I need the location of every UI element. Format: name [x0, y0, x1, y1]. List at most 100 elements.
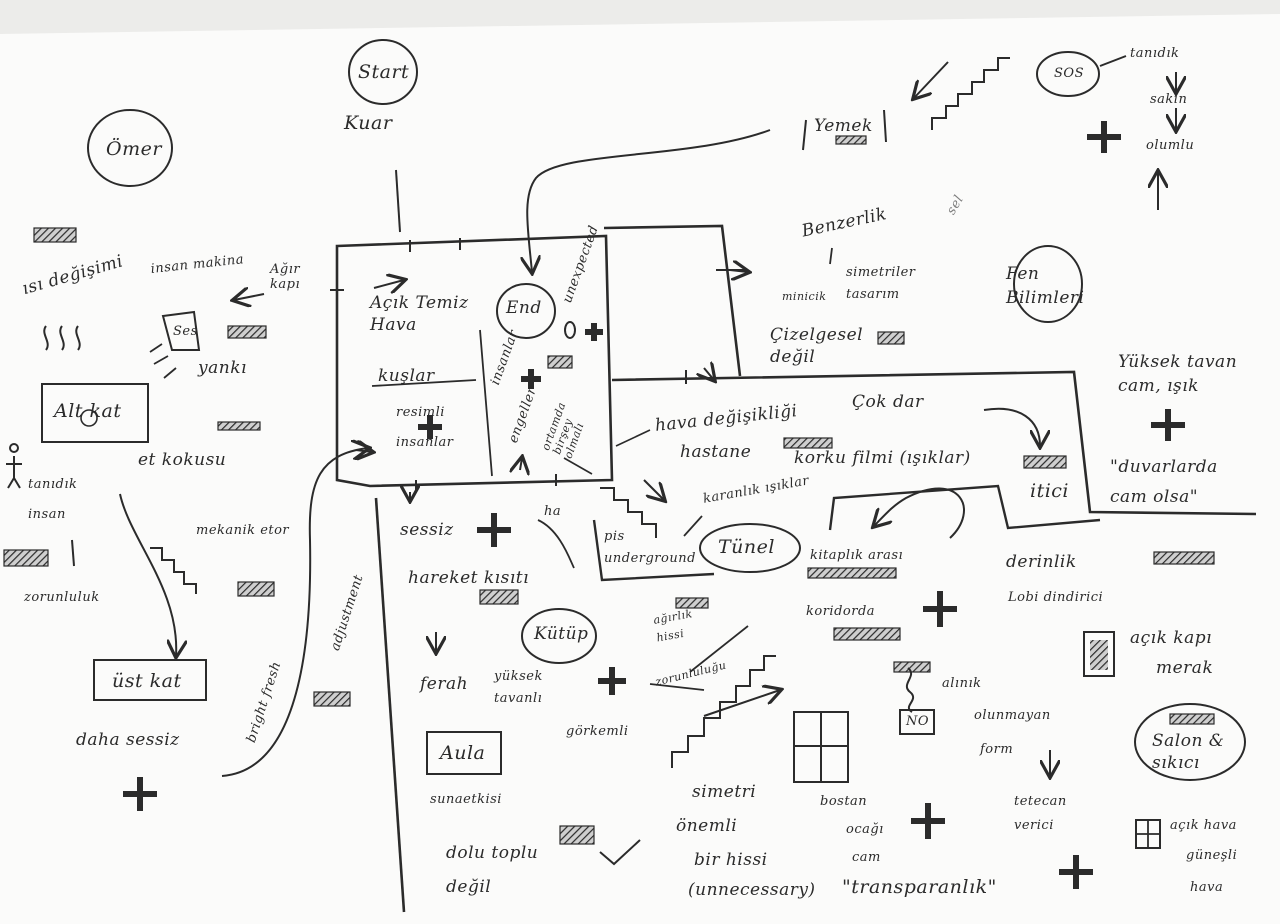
aula-label: Aula: [440, 742, 486, 764]
alt-kat-box: [41, 383, 149, 443]
sos-label: SOS: [1054, 66, 1084, 81]
acik-hava-label: açık hava: [1170, 818, 1237, 833]
salon-circle: [1134, 703, 1246, 781]
window-small-lines: [1136, 820, 1160, 848]
plan-right-room: [603, 224, 742, 377]
yemek-label: Yemek: [814, 116, 873, 136]
agir-kapi-label: Ağır kapı: [270, 262, 301, 292]
squiggle: [905, 667, 915, 713]
plan-corridor-bottom: [828, 484, 1101, 531]
person-icon: [6, 443, 22, 489]
tanidik-insan-label: tanıdık insan: [28, 477, 78, 522]
hava-label: hava: [1190, 880, 1224, 895]
start-circle: [348, 39, 418, 105]
gorkemli-label: görkemli: [566, 724, 629, 739]
sunnet-label: sunaetkisi: [430, 792, 502, 807]
fen-circle: [1013, 245, 1083, 323]
arrow-to-itici: [983, 407, 1040, 446]
kutup-label: Kütüp: [534, 624, 589, 644]
ust-kat-label: üst kat: [112, 670, 182, 692]
arrow-agir-kapi: [234, 294, 265, 300]
arrow-door: [729, 270, 748, 272]
ust-kat-box: [93, 659, 207, 701]
sessiz-label: sessiz: [400, 520, 454, 540]
olunmayan-label: olunmayan: [974, 708, 1051, 723]
plan-inner-divider: [479, 329, 493, 477]
start-label: Start: [358, 61, 410, 83]
transparanlik-label: "transparanlık": [842, 876, 997, 898]
sos-circle: [1036, 51, 1100, 97]
bir-hissi-label: bir hissi: [694, 850, 768, 870]
kuar-label: Kuar: [344, 112, 393, 134]
acik-kapi-label: açık kapı: [1130, 628, 1213, 648]
simetri-label: simetri: [692, 782, 757, 802]
line-hastane: [615, 429, 651, 447]
ses-label: Ses: [173, 324, 198, 339]
line-agirlik: [689, 625, 749, 673]
lobi-label: Lobi dindirici: [1008, 590, 1104, 605]
plan-corridor: [611, 370, 1257, 516]
end-label: End: [506, 298, 542, 318]
window-grid-lines: [794, 712, 848, 782]
mekanik-etor-label: mekanik etor: [196, 523, 290, 538]
arrow-kuslar: [373, 280, 404, 288]
dolu-toplu-label: dolu toplu değil: [446, 843, 539, 897]
checkmark: [599, 839, 641, 866]
line-karanlik: [683, 515, 703, 537]
unnecessary-label: (unnecessary): [688, 880, 816, 900]
end-circle: [496, 283, 556, 339]
plan-west-wall: [374, 497, 406, 913]
circle-icon: [80, 409, 98, 427]
itici-label: itici: [1030, 480, 1070, 502]
olumlu-label: olumlu: [1146, 138, 1195, 153]
zorunluluk-line: [71, 539, 75, 567]
pis-underground-label: pis underground: [604, 529, 696, 566]
sakin-label: sakin: [1150, 92, 1188, 107]
salon-label: Salon & sıkıcı: [1152, 731, 1225, 773]
minicik-label: minicik: [782, 290, 827, 303]
oval-icon: [564, 321, 576, 339]
tetecan-label: tetecan verici: [1014, 794, 1067, 833]
kitaplik-label: kitaplık arası: [810, 548, 904, 563]
zorunluluk-label: zorunluluk: [24, 590, 100, 605]
resimli-insanlar-label: resimli insanlar: [396, 405, 454, 450]
korku-filmi-label: korku filmi (ışıklar): [794, 448, 971, 468]
yuksek-tavan-label: Yüksek tavan cam, ışık: [1118, 352, 1238, 396]
curve-bright-fresh: [221, 448, 368, 777]
fen-bilimleri-label: Fen Bilimleri: [1006, 264, 1085, 308]
acik-temiz-hava-label: Açık Temiz Hava: [370, 293, 469, 335]
stairs-left: [150, 547, 197, 594]
stairs-pis: [600, 487, 657, 538]
benzerlik-tick: [829, 247, 833, 265]
arrow-sos-tanidik: [1099, 55, 1127, 67]
bostan-label: bostan: [820, 794, 868, 809]
yuksek-tavanli-label: yüksek tavanlı: [494, 669, 543, 706]
tanidik-right-label: tanıdık: [1130, 46, 1180, 61]
plan-inner-shelf: [371, 379, 477, 387]
door-icon: [1083, 631, 1115, 677]
ha-label: ha: [544, 504, 562, 519]
heat-waves-icon: [43, 325, 81, 351]
cok-dar-label: Çok dar: [852, 392, 924, 412]
duvarlarda-cam-label: "duvarlarda cam olsa": [1110, 457, 1218, 507]
yanki-label: yankı: [198, 358, 247, 378]
onemli-label: önemli: [676, 816, 738, 836]
ocagi-label: ocağı: [846, 822, 884, 837]
alt-kat-label: Alt kat: [54, 400, 122, 422]
plan-main-room: [335, 234, 614, 488]
arrow-hava: [704, 368, 714, 380]
hastane-label: hastane: [680, 442, 752, 462]
stairs-middle: [671, 655, 776, 768]
cizelgesel-label: Çizelgesel değil: [770, 325, 864, 367]
arrow-stairs-middle: [703, 690, 780, 717]
arrow-curved-kitaplik: [874, 487, 965, 539]
gunesli-label: güneşli: [1186, 848, 1238, 863]
start-stem: [395, 169, 401, 233]
hareket-label: hareket kısıtı: [408, 568, 530, 588]
arrow-stairs-pis: [643, 479, 664, 500]
alinik-label: alınık: [942, 676, 982, 691]
form-label: form: [980, 742, 1014, 757]
yemek-bracket: [802, 109, 887, 151]
